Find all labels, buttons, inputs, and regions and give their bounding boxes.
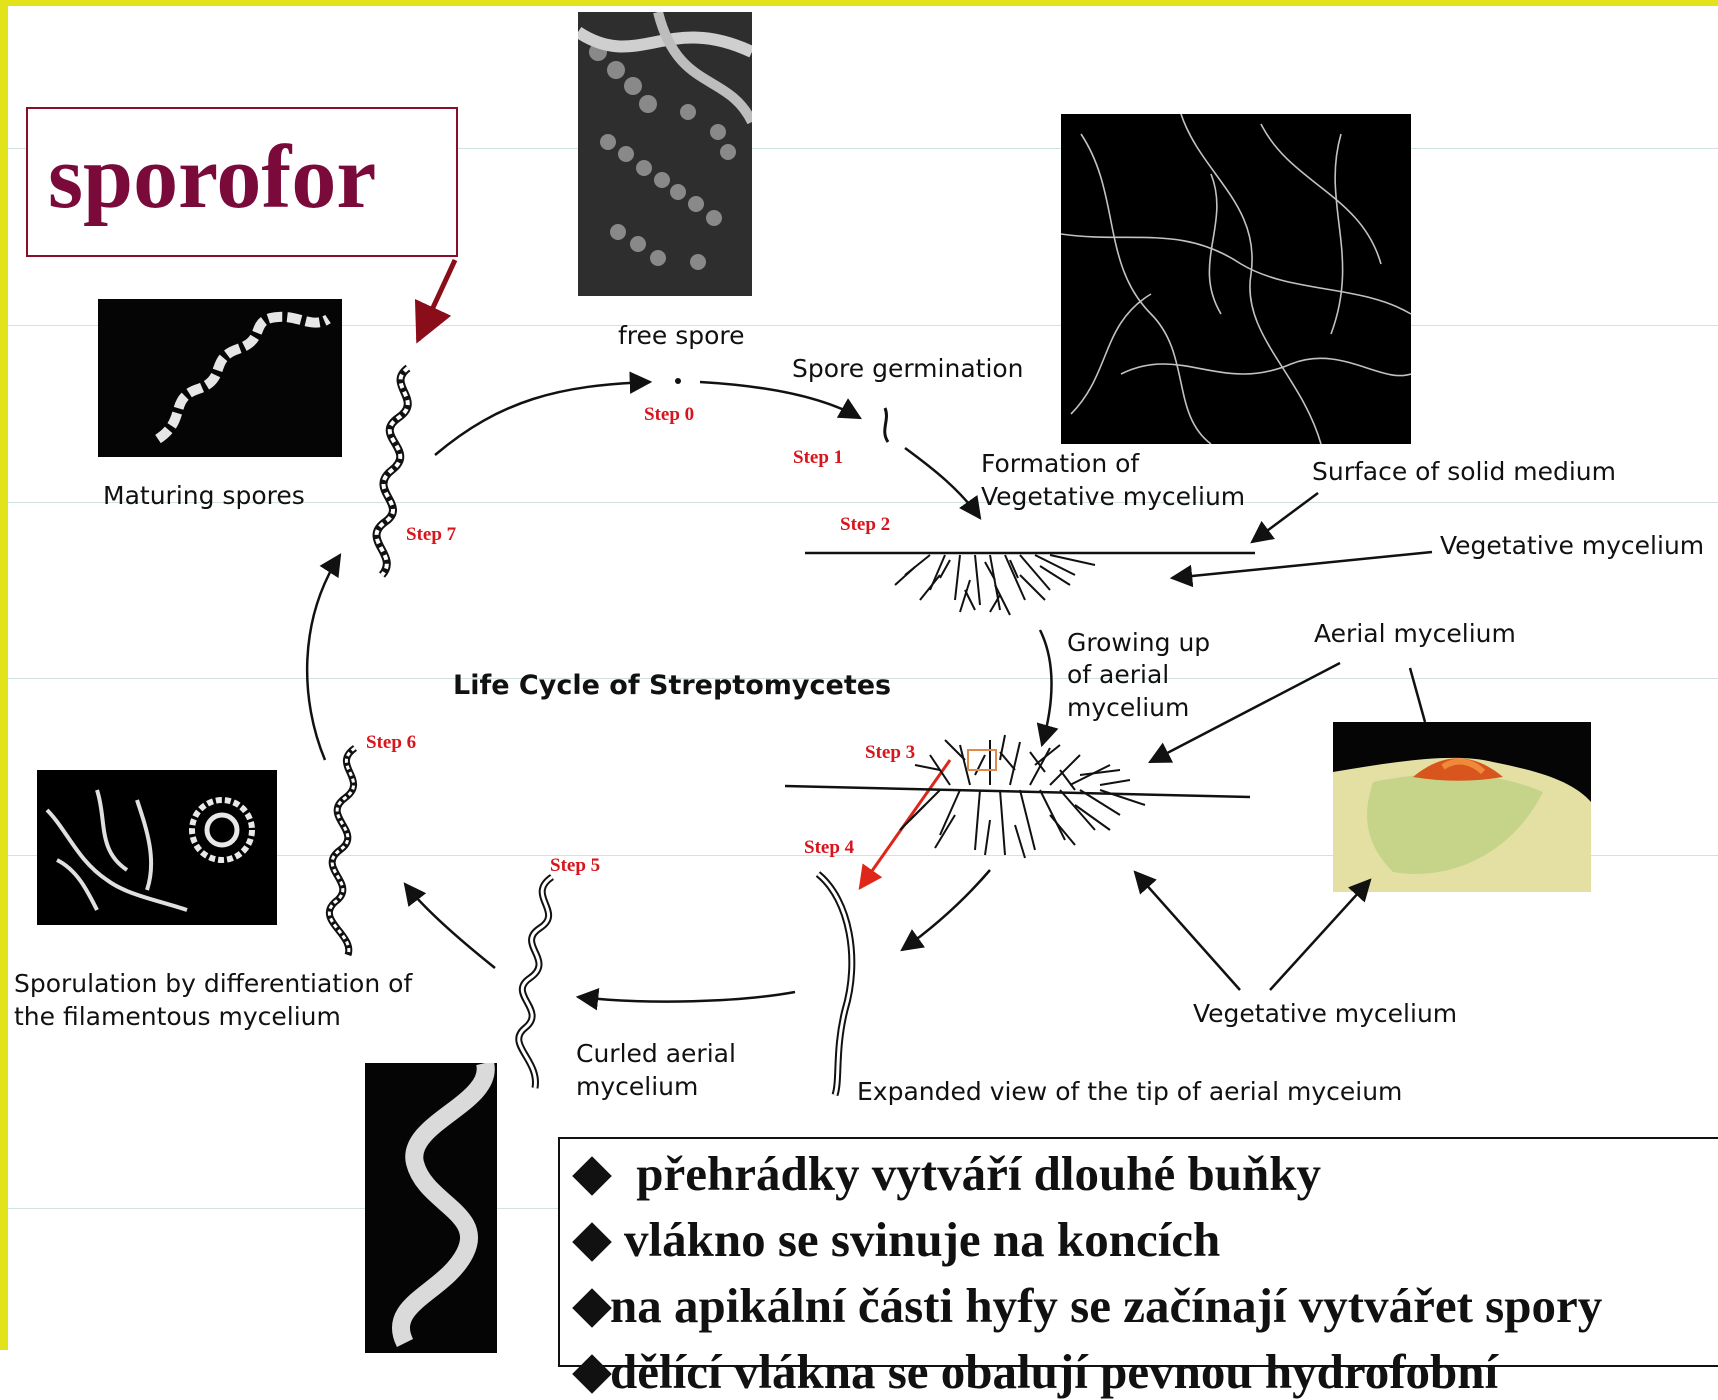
cycle-arrow-step6-7 [307, 555, 340, 760]
cycle-arrow-step0-1 [700, 382, 860, 418]
bullet-item: na apikální části hyfy se začínají vytvá… [566, 1277, 1602, 1334]
diamond-bullet-icon [572, 1354, 612, 1394]
label-expanded-view: Expanded view of the tip of aerial mycei… [857, 1076, 1402, 1107]
cycle-arrow-step4-5 [578, 992, 795, 1002]
label-vegetative-mycelium-c: Vegetative mycelium [1193, 998, 1457, 1029]
cycle-arrow-step5-6 [405, 884, 495, 968]
label-spore-germination: Spore germination [792, 353, 1024, 384]
label-maturing-spores: Maturing spores [103, 480, 305, 511]
bullet-item: dělící vlákna se obalují pevnou hydrofob… [566, 1343, 1498, 1400]
cycle-arrow-step2-3 [1040, 630, 1052, 745]
step-label-6: Step 6 [366, 732, 416, 754]
diagram-title: Life Cycle of Streptomycetes [453, 669, 891, 703]
cycle-arrow-step7-0 [435, 382, 650, 455]
step-label-0: Step 0 [644, 404, 694, 426]
bullet-item: vlákno se svinuje na koncích [566, 1211, 1220, 1268]
label-vegetative-mycelium-b: Vegetative mycelium [1440, 530, 1704, 561]
bullet-item: přehrádky vytváří dlouhé buňky [566, 1145, 1321, 1202]
sporofor-pointer-arrow [418, 260, 455, 340]
bullet-text-box: přehrádky vytváří dlouhé buňky vlákno se… [558, 1137, 1718, 1367]
diamond-bullet-icon [572, 1288, 612, 1328]
cycle-arrow-step1-2 [905, 448, 980, 518]
step-label-2: Step 2 [840, 514, 890, 536]
label-curled-2: mycelium [576, 1071, 698, 1102]
label-formation-of: Formation of [981, 448, 1139, 479]
diamond-bullet-icon [572, 1222, 612, 1262]
label-mycelium: mycelium [1067, 692, 1189, 723]
label-curled-1: Curled aerial [576, 1038, 736, 1069]
label-growing-up: Growing up [1067, 627, 1210, 658]
label-sporulation-1: Sporulation by differentiation of [14, 968, 412, 999]
step-label-7: Step 7 [406, 524, 456, 546]
label-of-aerial: of aerial [1067, 659, 1169, 690]
step-label-5: Step 5 [550, 855, 600, 877]
label-aerial-mycelium: Aerial mycelium [1314, 618, 1516, 649]
step-label-1: Step 1 [793, 447, 843, 469]
label-vegetative-mycelium-a: Vegetative mycelium [981, 481, 1245, 512]
label-sporulation-2: the filamentous mycelium [14, 1001, 341, 1032]
cycle-arrow-step3-4 [902, 870, 990, 950]
step-label-3: Step 3 [865, 742, 915, 764]
label-surface-medium: Surface of solid medium [1312, 456, 1616, 487]
step-label-4: Step 4 [804, 837, 854, 859]
diamond-bullet-icon [572, 1156, 612, 1196]
label-free-spore: free spore [618, 320, 745, 351]
